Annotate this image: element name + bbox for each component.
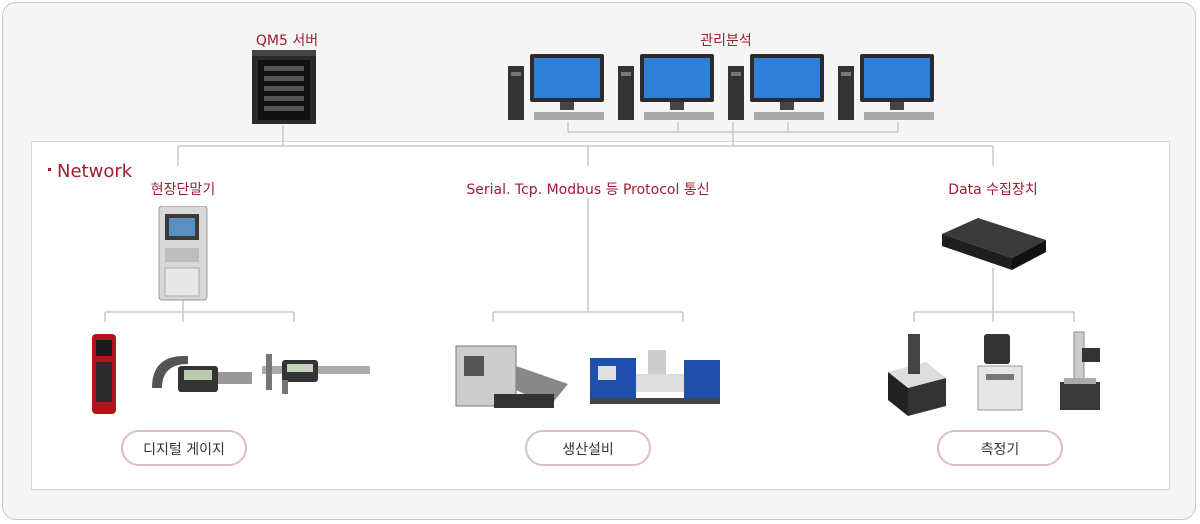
- production-machine-icon: [455, 345, 568, 408]
- vision-measuring-icon: [977, 334, 1023, 411]
- server-icon: [252, 50, 316, 124]
- bullet-icon: [48, 167, 51, 171]
- workstation-icon: [838, 54, 934, 120]
- workstation-icon: [618, 54, 714, 120]
- caliper-icon: [262, 354, 370, 394]
- terminal-title: 현장단말기: [150, 182, 216, 198]
- injection-molding-icon: [590, 350, 720, 404]
- server-label: QM5 서버: [255, 33, 319, 49]
- workstation-icon: [728, 54, 824, 120]
- micrometer-icon: [152, 356, 252, 392]
- network-label-text: Network: [57, 161, 133, 182]
- measuring-instrument-badge: 측정기: [937, 430, 1063, 466]
- kiosk-terminal-icon: [158, 206, 208, 301]
- collector-title: Data 수집장치: [948, 182, 1038, 198]
- mgmt-label: 관리분석: [700, 33, 752, 49]
- digital-gauge-badge: 디지털 게이지: [121, 430, 247, 466]
- cmm-machine-icon: [888, 334, 946, 416]
- workstation-icon: [508, 54, 604, 120]
- network-label: Network: [48, 161, 132, 182]
- protocol-title: Serial. Tcp. Modbus 등 Protocol 통신: [466, 182, 710, 198]
- data-collector-icon: [942, 218, 1046, 270]
- laser-meter-icon: [92, 334, 116, 414]
- production-equipment-badge: 생산설비: [525, 430, 651, 466]
- optical-measuring-icon: [1060, 331, 1100, 410]
